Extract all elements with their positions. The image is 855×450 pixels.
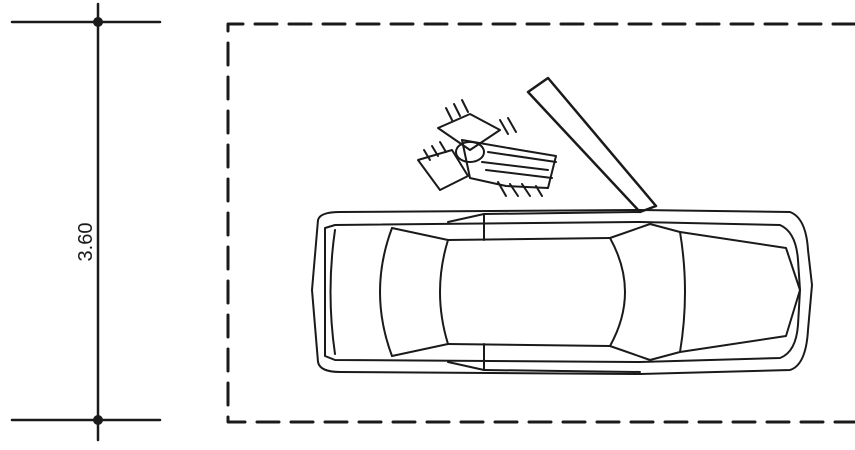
dimension-label: 3.60 <box>75 223 97 262</box>
dimension-indicator <box>10 2 162 442</box>
car-open-door <box>526 76 658 214</box>
dimension-tick-bottom <box>93 415 103 425</box>
dimension-tick-top <box>93 17 103 27</box>
wheelchair-user-icon <box>417 99 557 197</box>
car-topview-icon <box>311 209 813 375</box>
parking-bay-outline <box>226 22 855 424</box>
